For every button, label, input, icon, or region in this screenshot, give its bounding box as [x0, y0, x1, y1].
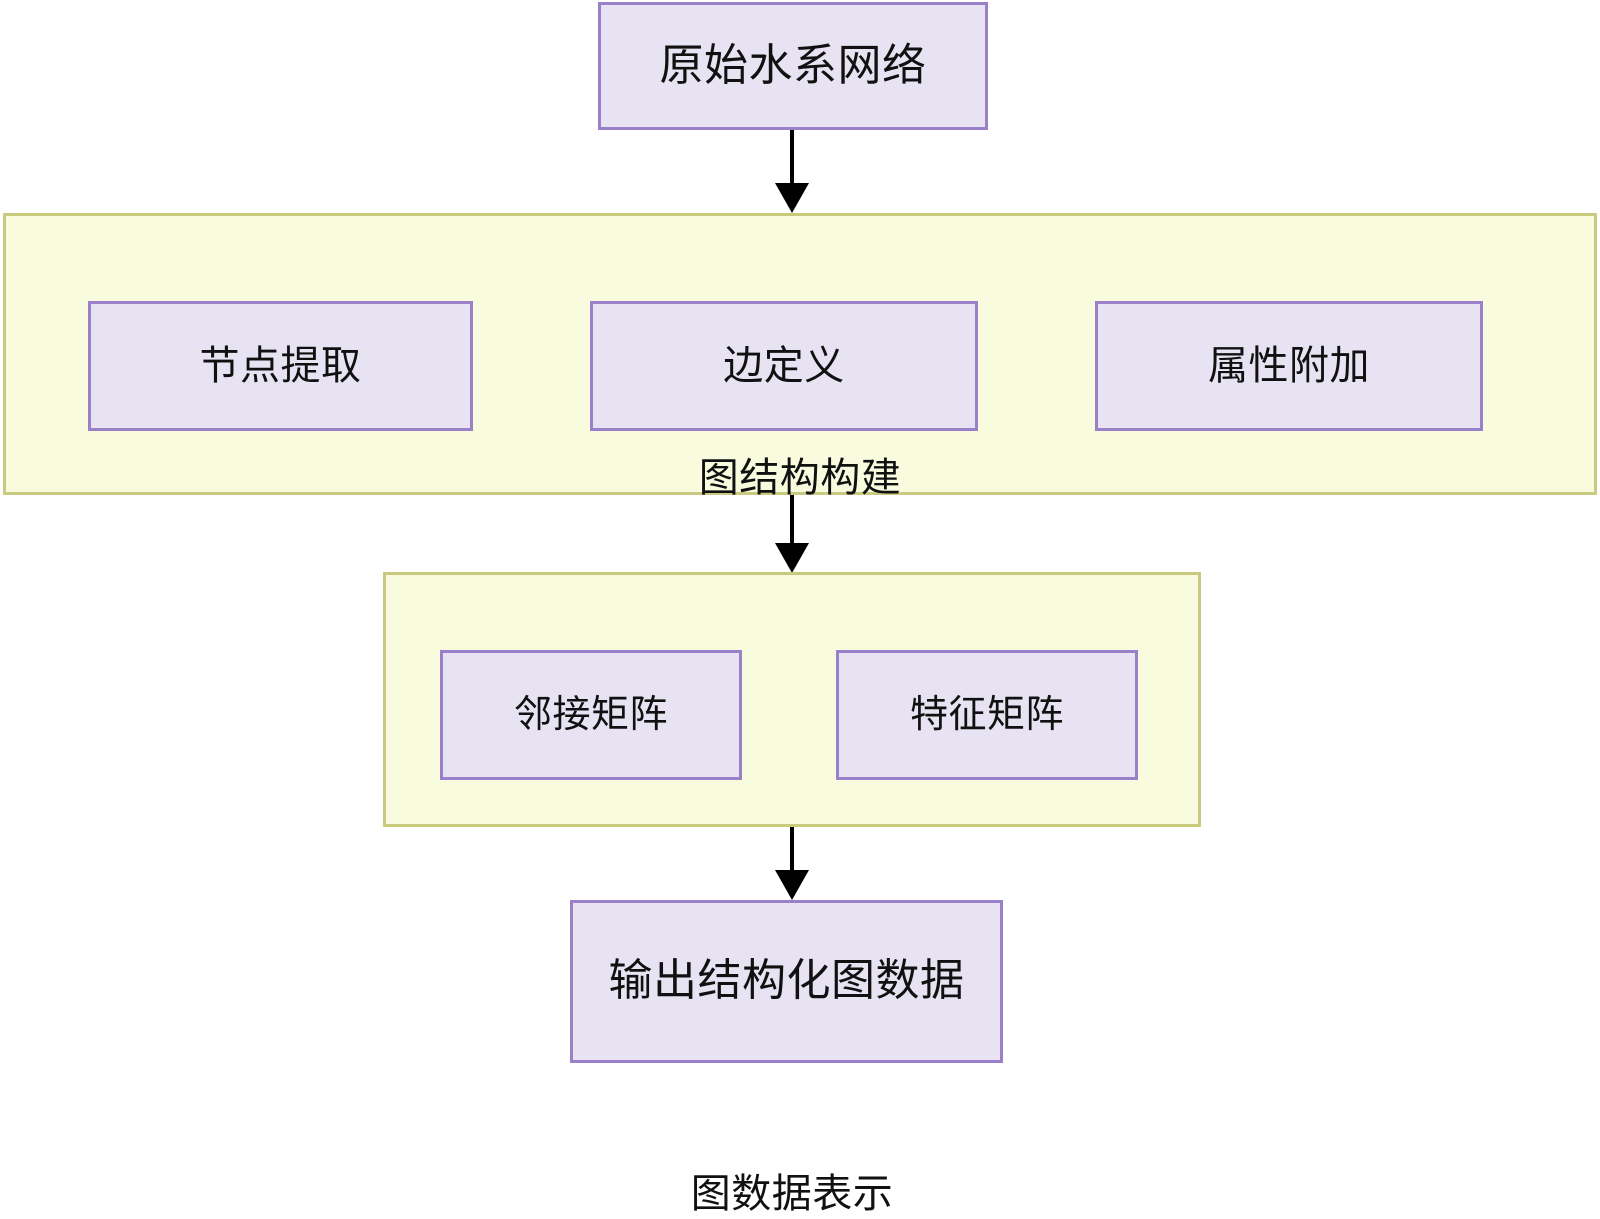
edge-graph-repr-to-output-line — [790, 827, 794, 873]
node-attribute-attach[interactable]: 属性附加 — [1095, 301, 1483, 431]
arrowhead-down-icon — [775, 543, 809, 573]
cluster-graph-representation-label: 图数据表示 — [690, 1171, 894, 1217]
node-node-extract[interactable]: 节点提取 — [88, 301, 473, 431]
arrowhead-down-icon — [775, 870, 809, 900]
arrowhead-down-icon — [775, 183, 809, 213]
node-source[interactable]: 原始水系网络 — [598, 2, 988, 130]
node-output-structured-graph-data[interactable]: 输出结构化图数据 — [570, 900, 1003, 1063]
node-edge-define[interactable]: 边定义 — [590, 301, 978, 431]
edge-source-to-graph-build-line — [790, 130, 794, 186]
node-adjacency-matrix[interactable]: 邻接矩阵 — [440, 650, 742, 780]
node-feature-matrix[interactable]: 特征矩阵 — [836, 650, 1138, 780]
cluster-graph-build-label: 图结构构建 — [698, 455, 902, 501]
flowchart-canvas: 原始水系网络 图结构构建 节点提取 边定义 属性附加 图数据表示 邻接矩阵 特征… — [3, 2, 1597, 1217]
edge-graph-build-to-graph-repr-line — [790, 495, 794, 546]
